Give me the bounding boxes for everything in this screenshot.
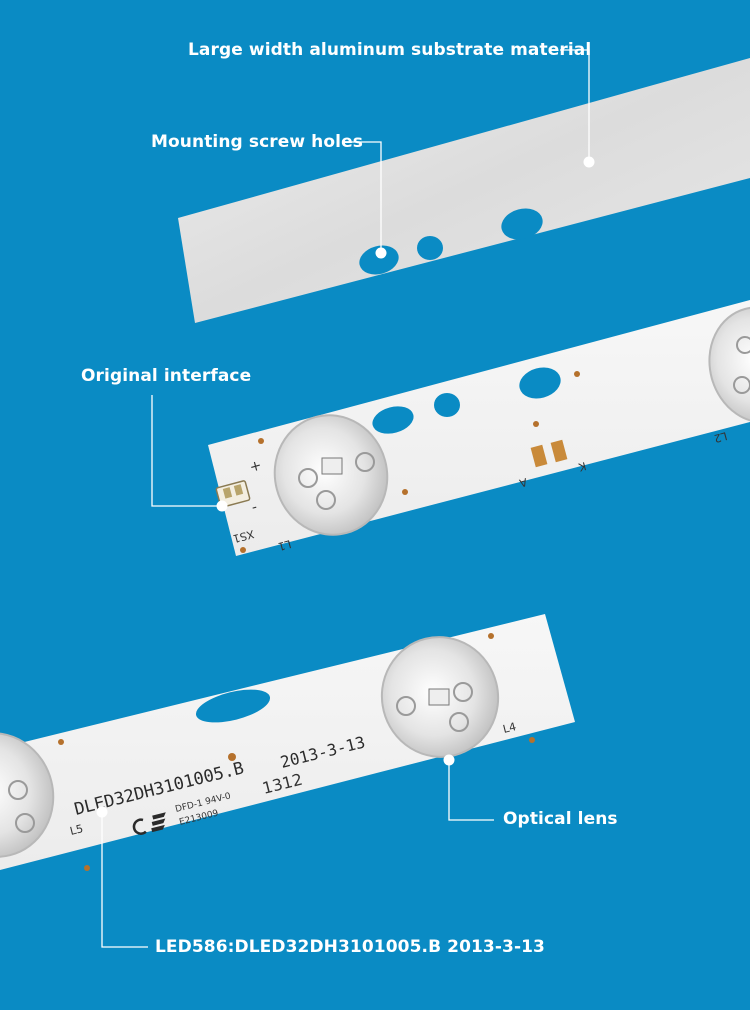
minus-mark: - [250, 499, 259, 516]
lens-label-l2: L2 [713, 429, 729, 445]
connector-icon [215, 480, 251, 508]
led-strip-bottom: DLED32DH3101005.B 2013-3-13 1312 DFD-1 9… [0, 614, 575, 871]
led-lens-icon [380, 636, 500, 758]
callout-interface: Original interface [81, 366, 252, 386]
led-lens-icon [0, 732, 55, 858]
lens-label-l4: L4 [502, 720, 518, 736]
led-lens-icon [708, 306, 750, 424]
led-lens-icon [273, 414, 389, 536]
pad-label-a: A [517, 475, 528, 490]
callout-screw-holes: Mounting screw holes [151, 132, 363, 152]
aluminum-strip [178, 58, 750, 323]
ul-mark-icon [132, 812, 166, 835]
callout-model: LED586:DLED32DH3101005.B 2013-3-13 [155, 937, 545, 957]
leader-dots [96, 156, 595, 818]
screw-hole [501, 208, 543, 240]
lens-label-l1: L1 [277, 537, 293, 553]
connector-label: XS1 [231, 527, 255, 545]
lens-label-l5: L5 [69, 822, 85, 838]
pad-label-k: K [576, 459, 587, 474]
screw-hole [417, 236, 443, 260]
plus-mark: + [248, 457, 263, 475]
leader-lines [101, 49, 590, 948]
callout-substrate: Large width aluminum substrate material [188, 40, 592, 60]
callout-lens: Optical lens [503, 809, 618, 829]
led-strip-top: + - XS1 L1 A K L2 [208, 300, 750, 556]
screw-hole [359, 245, 399, 275]
